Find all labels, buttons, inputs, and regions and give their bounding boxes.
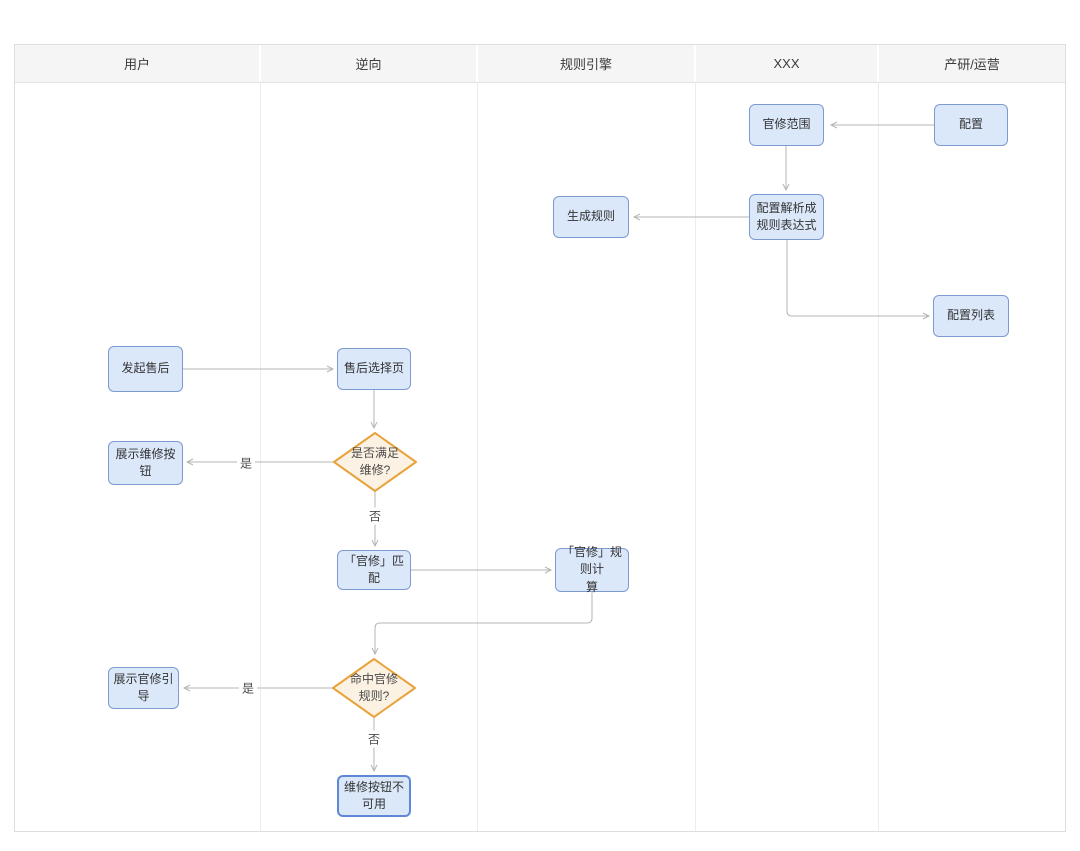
lane-divider-4 bbox=[878, 83, 879, 831]
decision-meet-repair[interactable]: 是否满足 维修? bbox=[333, 432, 417, 492]
lane-header-rule-engine: 规则引擎 bbox=[478, 45, 696, 82]
lane-divider-3 bbox=[695, 83, 696, 831]
edge-label-no-hit-rule: 否 bbox=[364, 730, 384, 748]
lane-header-reverse: 逆向 bbox=[261, 45, 478, 82]
node-show-repair-button[interactable]: 展示维修按钮 bbox=[108, 441, 183, 485]
node-show-guanxiu-guide[interactable]: 展示官修引导 bbox=[108, 667, 179, 709]
node-gen-rules[interactable]: 生成规则 bbox=[553, 196, 629, 238]
diamond-shape bbox=[332, 658, 416, 718]
node-start-aftersale[interactable]: 发起售后 bbox=[108, 346, 183, 392]
node-config-scope[interactable]: 官修范围 bbox=[749, 104, 824, 146]
node-repair-button-disabled[interactable]: 维修按钮不可用 bbox=[337, 775, 411, 817]
decision-meet-repair-label: 是否满足 维修? bbox=[350, 446, 399, 477]
edge-label-no-meet-repair: 否 bbox=[365, 507, 385, 525]
node-aftersale-page[interactable]: 售后选择页 bbox=[337, 348, 411, 390]
lane-header-row: 用户 逆向 规则引擎 XXX 产研/运营 bbox=[15, 45, 1065, 83]
lane-header-user: 用户 bbox=[15, 45, 261, 82]
edge-label-yes-hit-rule: 是 bbox=[238, 679, 258, 697]
node-config-list[interactable]: 配置列表 bbox=[933, 295, 1009, 337]
node-config[interactable]: 配置 bbox=[934, 104, 1008, 146]
swimlane-frame: 用户 逆向 规则引擎 XXX 产研/运营 bbox=[14, 44, 1066, 832]
node-parse-rules[interactable]: 配置解析成 规则表达式 bbox=[749, 194, 824, 240]
diamond-shape bbox=[333, 432, 417, 492]
node-guanxiu-match[interactable]: 「官修」匹配 bbox=[337, 550, 411, 590]
edge-label-yes-meet-repair: 是 bbox=[236, 454, 256, 472]
lane-header-xxx: XXX bbox=[696, 45, 879, 82]
decision-hit-rule-label: 命中官修 规则? bbox=[349, 672, 398, 703]
lane-divider-2 bbox=[477, 83, 478, 831]
lane-header-product-ops: 产研/运营 bbox=[944, 57, 1000, 72]
lane-divider-1 bbox=[260, 83, 261, 831]
decision-hit-rule[interactable]: 命中官修 规则? bbox=[332, 658, 416, 718]
node-guanxiu-rule-calc[interactable]: 「官修」规则计 算 bbox=[555, 545, 629, 594]
